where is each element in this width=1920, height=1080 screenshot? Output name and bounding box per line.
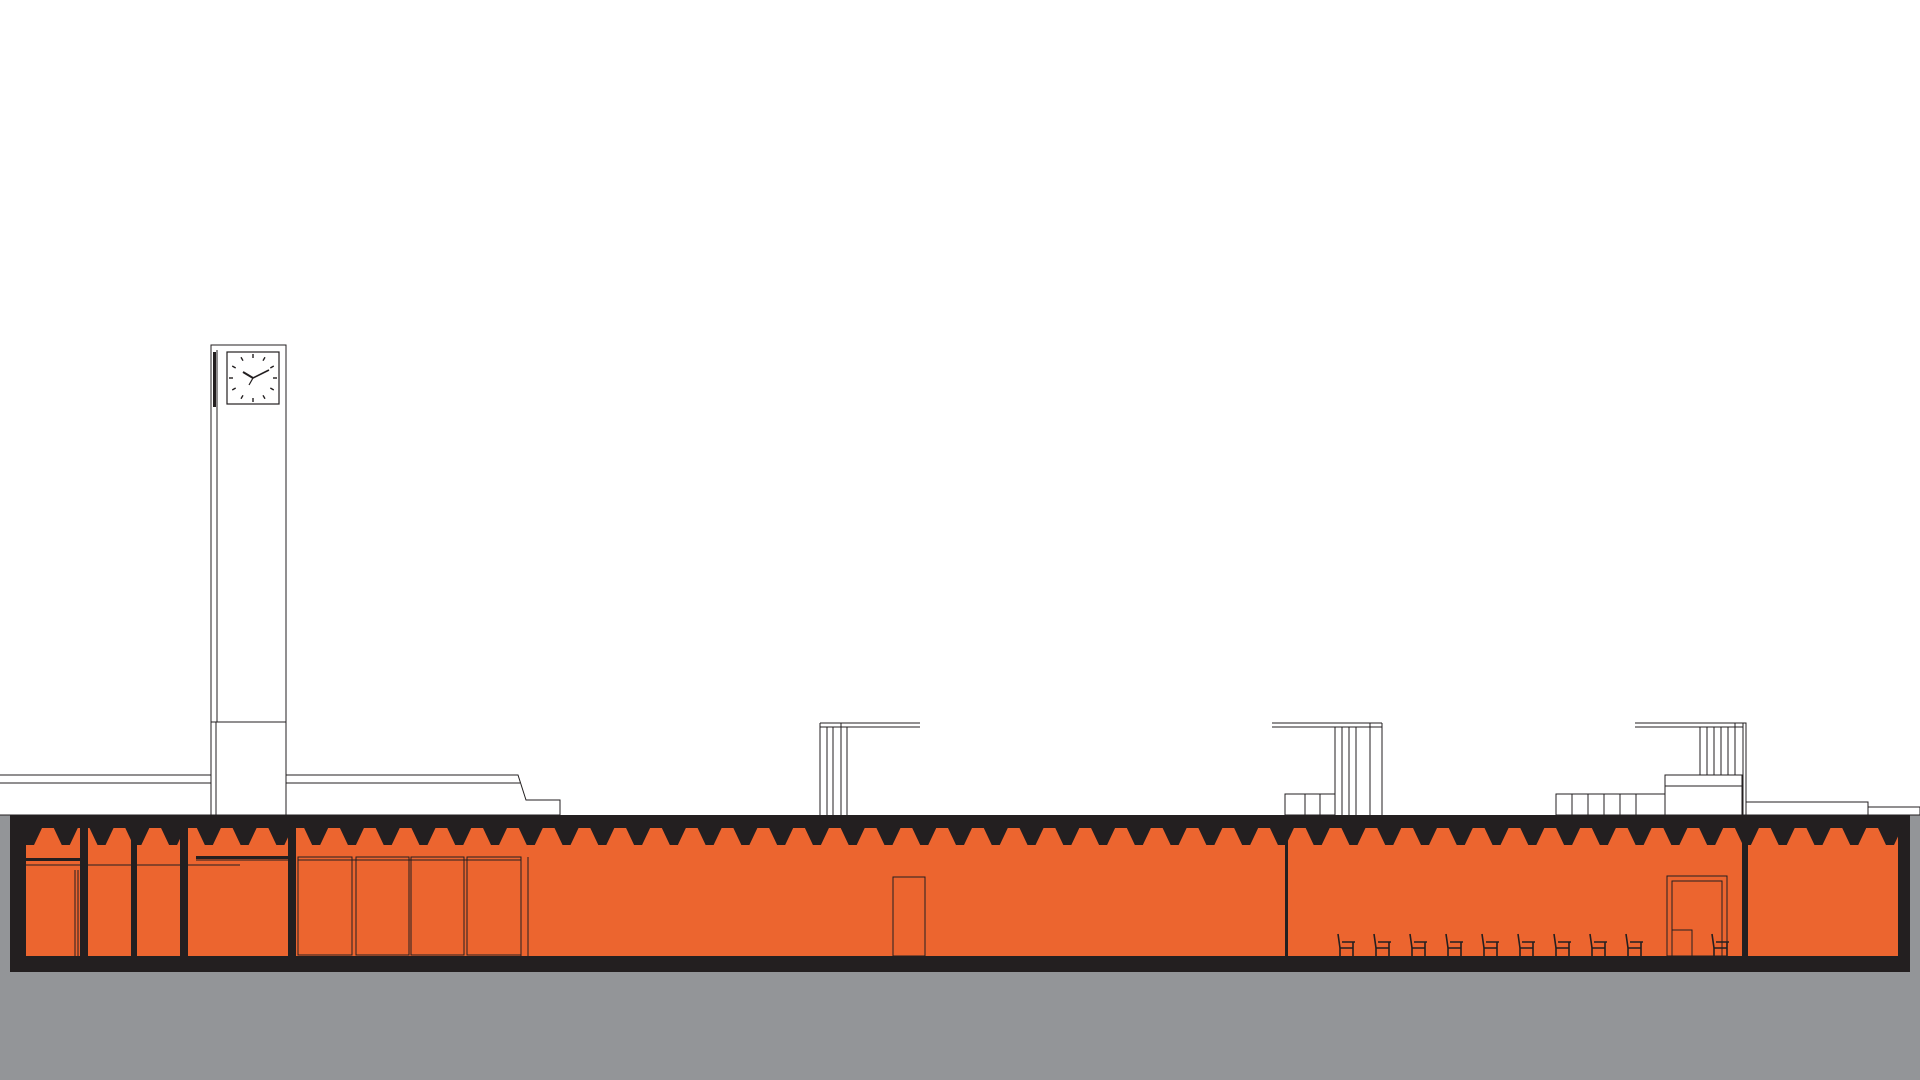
chair-icon	[1337, 933, 1355, 956]
ceiling-tooth	[1556, 828, 1581, 845]
ceiling-tooth	[411, 828, 436, 845]
ceiling-tooth	[876, 828, 901, 845]
canopy-one	[819, 722, 920, 815]
ceiling-tooth	[769, 828, 794, 845]
ceiling-tooth	[554, 828, 579, 845]
ceiling-tooth	[1627, 828, 1652, 845]
service-door	[892, 876, 926, 957]
ceiling-tooth	[1520, 828, 1545, 845]
right-platform-edge	[1867, 806, 1920, 816]
shop-window-one	[297, 856, 353, 956]
ceiling-tooth	[983, 828, 1008, 845]
right-platform	[1741, 801, 1869, 816]
ceiling-tooth	[804, 828, 829, 845]
ceiling-tooth	[661, 828, 686, 845]
ceiling-tooth	[518, 828, 543, 845]
ceiling-tooth	[1126, 828, 1151, 845]
chair-icon	[1481, 933, 1499, 956]
ceiling-tooth	[1806, 828, 1831, 845]
shop-window-three	[410, 856, 465, 956]
ceiling-tooth	[1162, 828, 1187, 845]
left-platform	[0, 774, 561, 816]
column	[288, 828, 296, 956]
ceiling-tooth	[590, 828, 615, 845]
ceiling-tooth	[1591, 828, 1616, 845]
ceiling-tooth	[840, 828, 865, 845]
ceiling-tooth	[912, 828, 937, 845]
ceiling-teeth	[18, 828, 1902, 845]
ceiling-tooth	[196, 828, 221, 845]
ceiling-tooth	[1019, 828, 1044, 845]
column	[1742, 828, 1748, 956]
clock-icon	[226, 351, 280, 405]
chair-icon	[1517, 933, 1535, 956]
ceiling-tooth	[733, 828, 758, 845]
ceiling-tooth	[626, 828, 651, 845]
chair-icon	[1373, 933, 1391, 956]
ceiling-tooth	[1305, 828, 1330, 845]
ceiling-tooth	[1770, 828, 1795, 845]
clock-tower-side-bar	[213, 352, 216, 407]
waiting-chairs	[1337, 933, 1729, 956]
clock-tower	[210, 344, 287, 816]
ceiling-tooth	[1699, 828, 1724, 845]
partition-beam	[22, 858, 80, 861]
ceiling-tooth	[339, 828, 364, 845]
column	[22, 828, 26, 956]
chair-icon	[1553, 933, 1571, 956]
ceiling-tooth	[53, 828, 78, 845]
chair-icon	[1589, 933, 1607, 956]
surface-level	[0, 344, 1920, 816]
ceiling-tooth	[268, 828, 293, 845]
ceiling-tooth	[232, 828, 257, 845]
shop-window-two	[355, 856, 410, 956]
column	[180, 828, 188, 956]
ceiling-tooth	[1484, 828, 1509, 845]
underground-hall-interior	[22, 828, 1898, 956]
ceiling-tooth	[1448, 828, 1473, 845]
ceiling-tooth	[1413, 828, 1437, 845]
ceiling-tooth	[483, 828, 507, 845]
canopy-three	[1555, 722, 1747, 816]
ceiling-tooth	[1377, 828, 1402, 845]
hall-partitions	[22, 856, 294, 861]
column	[131, 828, 137, 956]
partition-beam	[196, 856, 294, 859]
ceiling-tooth	[304, 828, 329, 845]
chair-icon	[1711, 933, 1729, 956]
ceiling-tooth	[1878, 828, 1902, 845]
ceiling-tooth	[1842, 828, 1867, 845]
ceiling-tooth	[1234, 828, 1259, 845]
chair-icon	[1625, 933, 1643, 956]
ceiling-tooth	[1341, 828, 1366, 845]
chair-icon	[1409, 933, 1427, 956]
ceiling-tooth	[89, 828, 114, 845]
ceiling-tooth	[1091, 828, 1116, 845]
canopy-two	[1272, 722, 1383, 816]
interior-details	[22, 846, 1728, 957]
ceiling-tooth	[948, 828, 972, 845]
chair-icon	[1445, 933, 1463, 956]
ceiling-tooth	[1055, 828, 1080, 845]
ceiling-tooth	[1198, 828, 1223, 845]
ceiling-tooth	[1663, 828, 1688, 845]
column	[80, 828, 88, 956]
ceiling-tooth	[375, 828, 400, 845]
ceiling-tooth	[697, 828, 722, 845]
ceiling-tooth	[447, 828, 472, 845]
ceiling-tooth	[161, 828, 186, 845]
